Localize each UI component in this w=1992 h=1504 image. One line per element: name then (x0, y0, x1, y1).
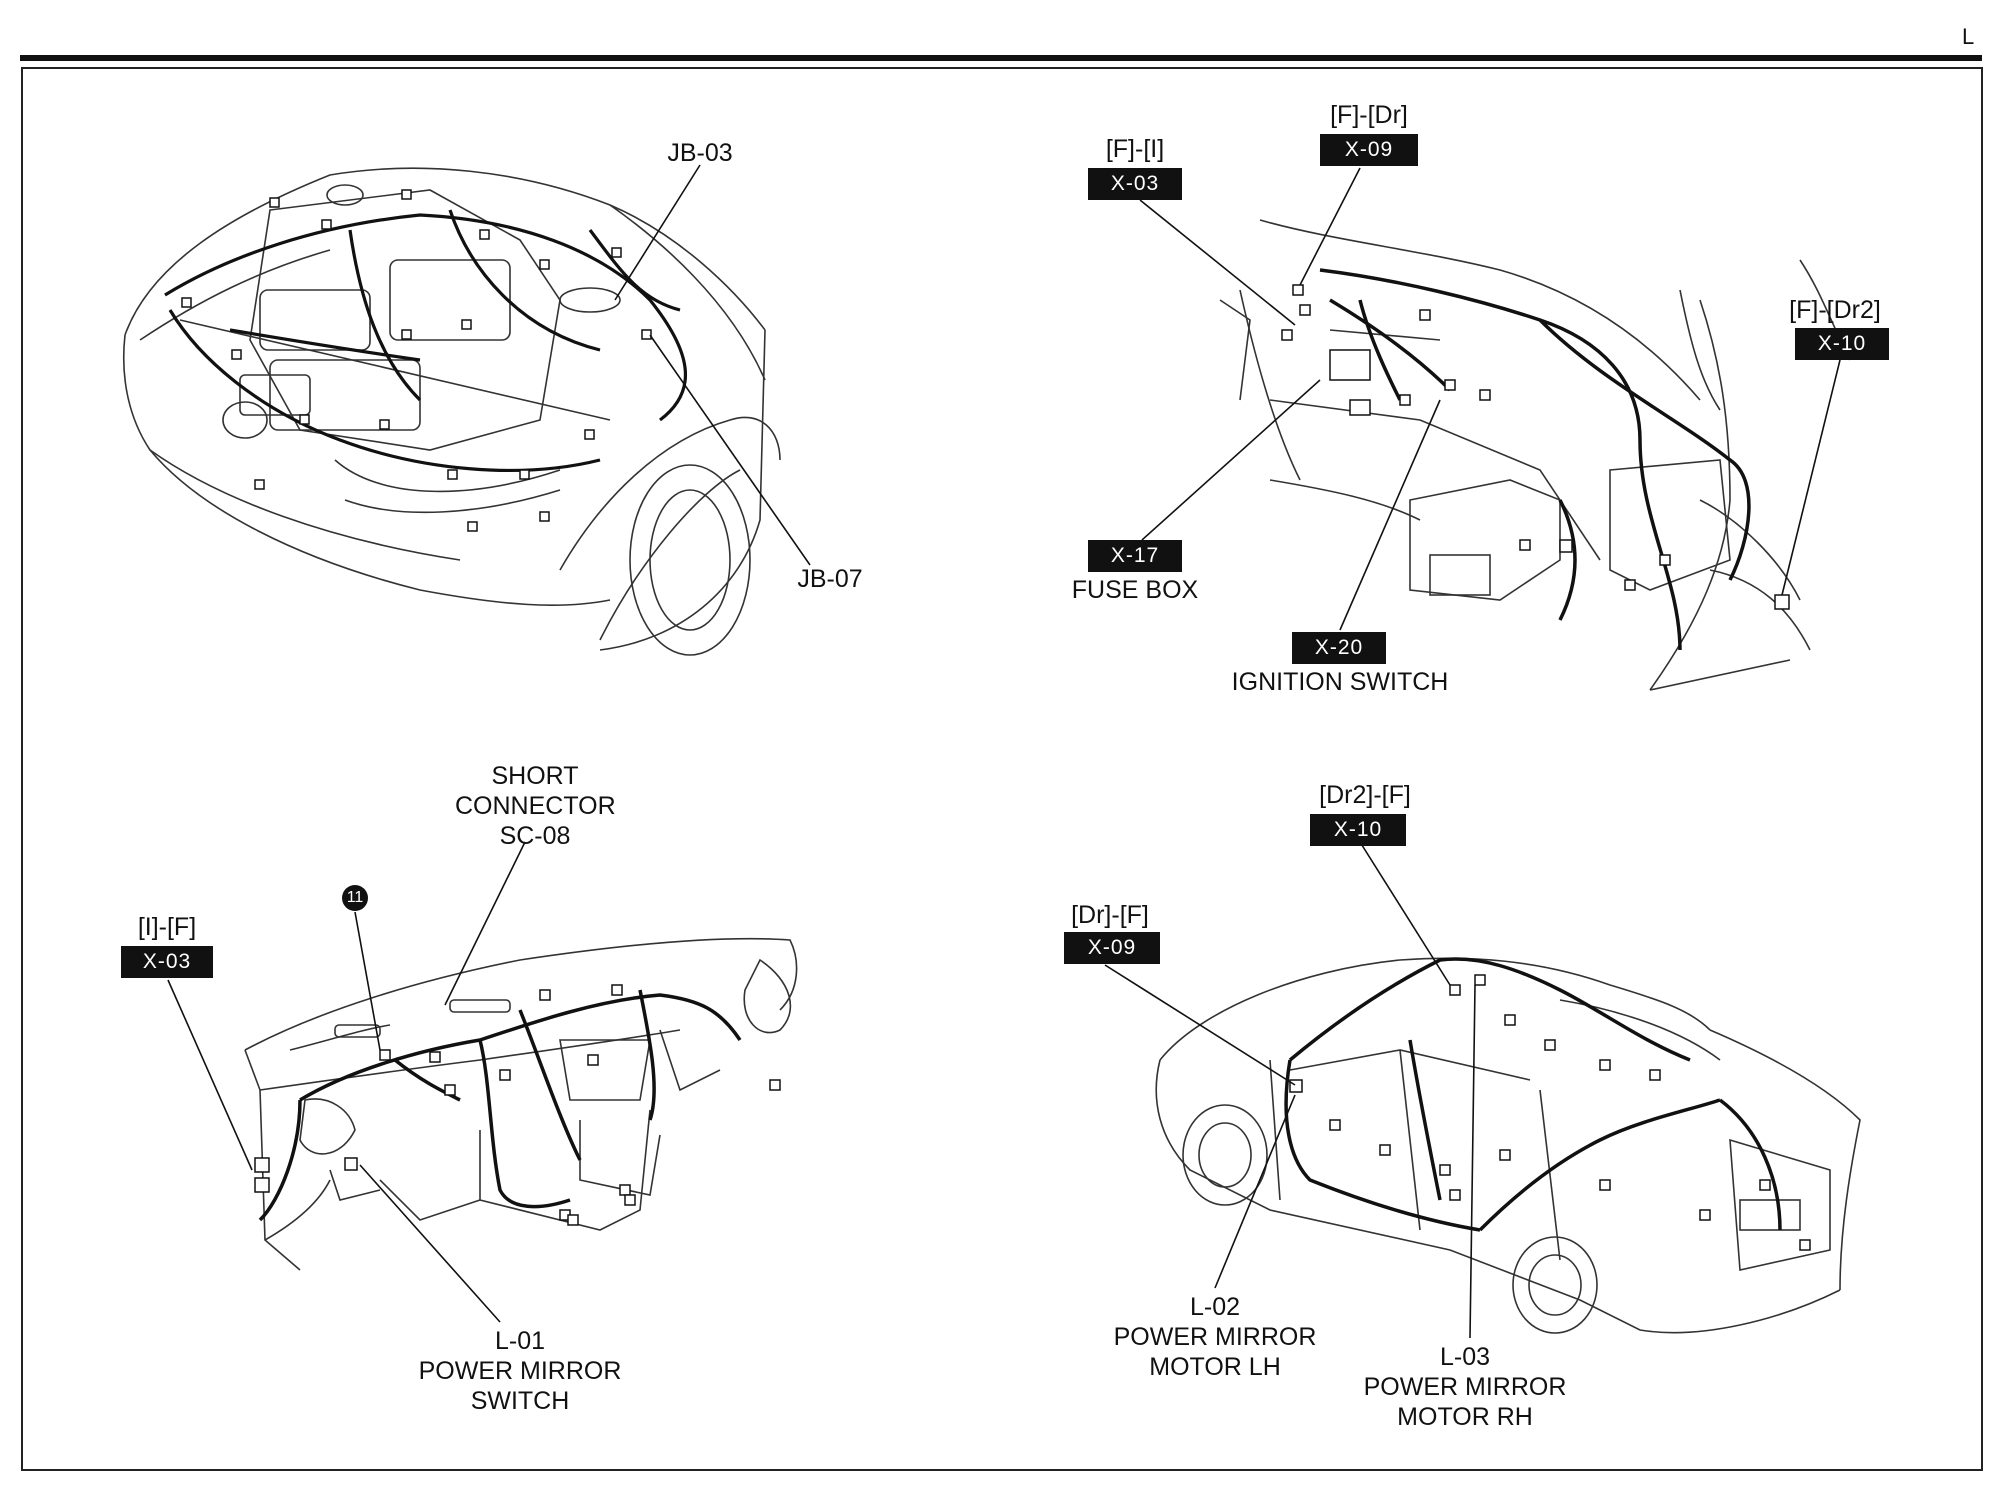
conn-dr-f-pair: [Dr]-[F] (1071, 901, 1149, 929)
conn-f-dr-pair: [F]-[Dr] (1330, 101, 1408, 129)
engine-bay-illustration (122, 167, 781, 656)
mirror-switch-code: L-01 (494, 1327, 546, 1355)
conn-dr2-f-code: X-10 (1310, 814, 1406, 846)
short-connector-line2: CONNECTOR (455, 792, 616, 820)
label-jb-03: JB-03 (667, 139, 733, 167)
mirror-switch-line2: SWITCH (470, 1387, 570, 1415)
motor-rh-code: L-03 (1439, 1343, 1491, 1371)
fuse-box-label: FUSE BOX (1071, 576, 1199, 604)
dashboard-connectors (254, 984, 781, 1226)
motor-rh-line1: POWER MIRROR (1363, 1373, 1567, 1401)
dashboard-leaders (167, 841, 526, 1323)
body-harness-harness (1284, 957, 1782, 1232)
interior-front-leaders (1139, 167, 1841, 631)
interior-front-connectors (1281, 284, 1790, 610)
conn-f-i-code: X-03 (1088, 168, 1182, 200)
ignition-switch-code: X-20 (1292, 632, 1386, 664)
interior-front-illustration (1219, 219, 1851, 691)
mirror-switch-line1: POWER MIRROR (418, 1357, 622, 1385)
conn-f-dr-code: X-09 (1320, 134, 1418, 166)
page-frame (21, 67, 1983, 1471)
conn-f-i-pair: [F]-[I] (1105, 135, 1165, 163)
conn-i-f-pair: [I]-[F] (137, 913, 197, 941)
body-harness-connectors (1289, 974, 1811, 1251)
motor-lh-line2: MOTOR LH (1149, 1353, 1281, 1381)
engine-bay-connectors (181, 189, 652, 532)
ground-point-circle (342, 885, 368, 911)
header-rule (20, 55, 1982, 61)
body-harness-leaders (1104, 841, 1476, 1339)
dashboard-illustration (244, 937, 798, 1271)
short-connector-code: SC-08 (499, 822, 571, 850)
page-corner-letter: L (1962, 24, 1975, 49)
body-harness-illustration (1155, 957, 1861, 1334)
dashboard-harness (258, 989, 742, 1222)
short-connector-line1: SHORT (491, 762, 579, 790)
engine-bay-leaders (614, 164, 811, 566)
engine-bay-harness (164, 209, 687, 473)
ignition-switch-label: IGNITION SWITCH (1231, 668, 1449, 696)
conn-dr-f-code: X-09 (1064, 932, 1160, 964)
conn-f-dr2-code: X-10 (1795, 328, 1889, 360)
conn-i-f-code: X-03 (121, 946, 213, 978)
motor-lh-code: L-02 (1189, 1293, 1241, 1321)
fuse-box-code: X-17 (1088, 540, 1182, 572)
conn-f-dr2-pair: [F]-[Dr2] (1789, 296, 1881, 324)
conn-dr2-f-pair: [Dr2]-[F] (1319, 781, 1411, 809)
motor-lh-line1: POWER MIRROR (1113, 1323, 1317, 1351)
motor-rh-line2: MOTOR RH (1397, 1403, 1533, 1431)
label-jb-07: JB-07 (797, 565, 863, 593)
interior-front-harness (1319, 268, 1751, 651)
ground-point-number: 11 (346, 889, 364, 906)
